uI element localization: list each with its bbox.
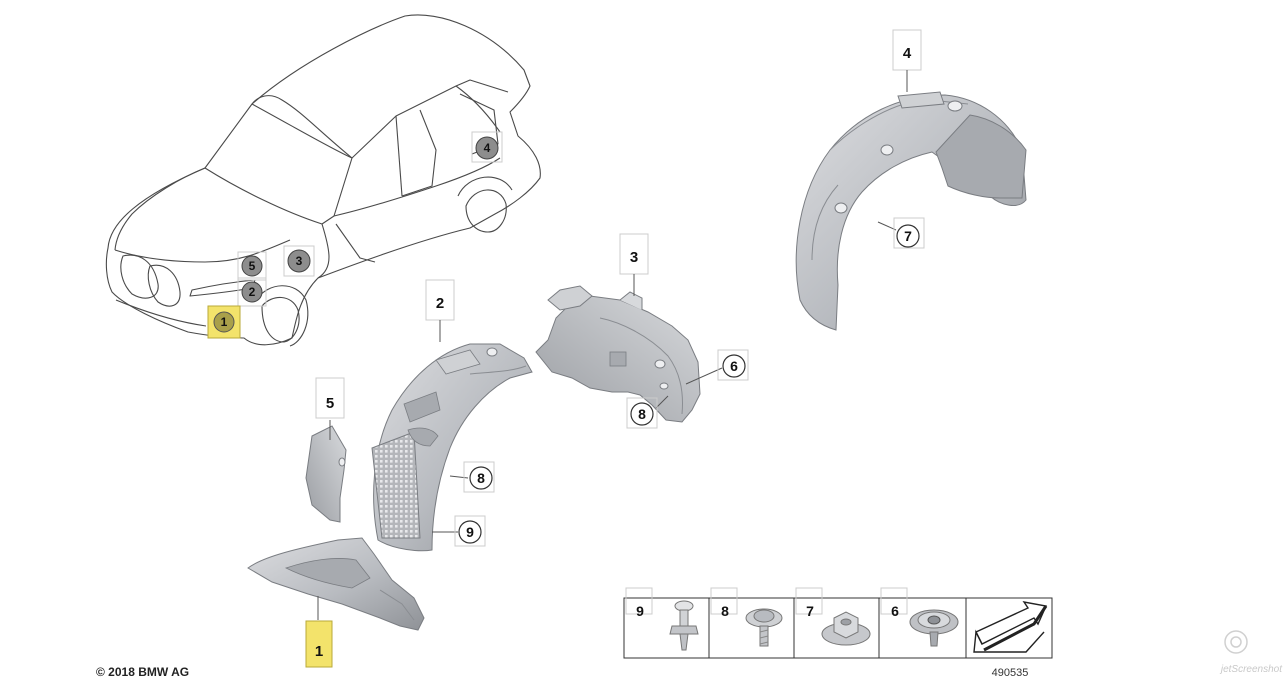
forward-arrow-icon bbox=[973, 601, 1048, 653]
fastener-6-cell[interactable]: 6 bbox=[880, 587, 959, 647]
fastener-9-cell[interactable]: 9 bbox=[625, 587, 699, 651]
callout-1-selected[interactable]: 1 bbox=[305, 596, 333, 668]
marker-3[interactable]: 3 bbox=[283, 245, 315, 277]
callout-8-upper-label: 8 bbox=[638, 406, 646, 422]
marker-5[interactable]: 5 bbox=[237, 251, 267, 281]
callout-2-label: 2 bbox=[436, 295, 444, 312]
marker-5-label: 5 bbox=[249, 259, 256, 273]
spring-nut-icon bbox=[909, 609, 959, 647]
callout-7-label: 7 bbox=[904, 228, 912, 244]
front-wheel-arch-liner-rear[interactable] bbox=[535, 285, 701, 423]
expansion-rivet-icon bbox=[669, 600, 699, 651]
fastener-8-number: 8 bbox=[721, 603, 729, 619]
vehicle-outline bbox=[105, 14, 541, 347]
marker-1-label: 1 bbox=[221, 315, 228, 329]
callout-8-upper[interactable]: 8 bbox=[626, 395, 669, 429]
marker-1-selected[interactable]: 1 bbox=[207, 305, 241, 339]
washer-screw-icon bbox=[745, 608, 783, 647]
callout-5-label: 5 bbox=[326, 395, 334, 412]
watermark-text: jetScreenshot bbox=[1219, 664, 1283, 675]
callout-4[interactable]: 4 bbox=[892, 29, 922, 92]
watermark: jetScreenshot bbox=[1219, 630, 1283, 675]
fastener-6-number: 6 bbox=[891, 603, 899, 619]
callout-8-lower[interactable]: 8 bbox=[449, 461, 495, 493]
front-wheel-arch-liner-front[interactable] bbox=[371, 343, 533, 552]
callout-2[interactable]: 2 bbox=[425, 279, 455, 342]
callout-3[interactable]: 3 bbox=[619, 233, 649, 296]
fastener-8-cell[interactable]: 8 bbox=[710, 587, 783, 647]
diagram-number: 490535 bbox=[992, 667, 1029, 679]
callout-3-label: 3 bbox=[630, 249, 638, 266]
marker-3-label: 3 bbox=[296, 254, 303, 268]
callout-9[interactable]: 9 bbox=[432, 515, 486, 547]
fastener-7-number: 7 bbox=[806, 603, 814, 619]
callout-8-lower-label: 8 bbox=[477, 470, 485, 486]
cover-panel[interactable] bbox=[305, 425, 347, 523]
hex-nut-icon bbox=[821, 611, 871, 646]
rear-wheel-arch-liner[interactable] bbox=[795, 91, 1027, 331]
lower-cover-part[interactable] bbox=[247, 537, 425, 631]
fastener-legend: 9 8 7 bbox=[623, 587, 1053, 659]
marker-2[interactable]: 2 bbox=[237, 277, 267, 307]
marker-2-label: 2 bbox=[249, 285, 256, 299]
copyright-text: © 2018 BMW AG bbox=[96, 665, 189, 679]
callout-5[interactable]: 5 bbox=[315, 377, 345, 440]
fastener-7-cell[interactable]: 7 bbox=[795, 587, 871, 646]
marker-4[interactable]: 4 bbox=[471, 131, 503, 163]
callout-1-label: 1 bbox=[315, 643, 323, 660]
callout-6-label: 6 bbox=[730, 358, 738, 374]
callout-4-label: 4 bbox=[903, 45, 912, 62]
fastener-9-number: 9 bbox=[636, 603, 644, 619]
marker-4-label: 4 bbox=[484, 141, 491, 155]
callout-7[interactable]: 7 bbox=[877, 217, 925, 249]
callout-9-label: 9 bbox=[466, 524, 474, 540]
callout-6[interactable]: 6 bbox=[685, 349, 749, 385]
